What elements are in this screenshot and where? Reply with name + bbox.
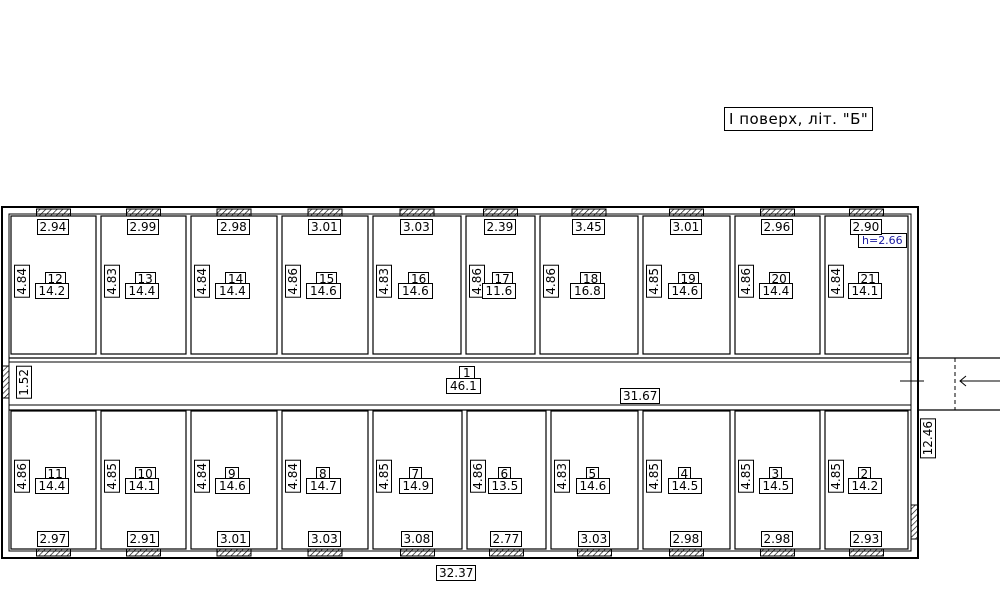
room-area-19: 14.6 [667,283,703,299]
room-depth-21: 4.84 [828,265,844,298]
room-depth-18: 4.86 [543,265,559,298]
room-area-10: 14.1 [124,478,160,494]
window-room-10 [126,548,161,557]
window-room-16 [399,208,435,217]
room-area-8: 14.7 [306,478,341,494]
room-number-15: 15 [316,272,338,286]
overall-width: 12.46 [920,418,936,459]
window-room-3 [760,548,795,557]
room-area-15: 14.6 [306,283,341,299]
room-width-19: 3.01 [669,219,703,235]
room-width-17: 2.39 [483,219,517,235]
window-room-15 [307,208,343,217]
window-room-2 [849,548,884,557]
room-depth-13: 4.83 [104,265,120,298]
room-area-11: 14.4 [34,478,70,494]
room-width-7: 3.08 [400,531,434,547]
window-room-20 [760,208,795,217]
room-width-11: 2.97 [36,531,70,547]
overall-length: 32.37 [436,565,477,581]
room-area-6: 13.5 [487,478,523,494]
room-depth-12: 4.84 [14,265,30,298]
room-number-16: 16 [408,272,430,286]
corridor-width: 1.52 [16,366,32,399]
room-width-13: 2.99 [126,219,160,235]
corridor-window [1,365,10,399]
room-area-12: 14.2 [34,283,70,299]
room-width-2: 2.93 [849,531,883,547]
room-width-20: 2.96 [760,219,794,235]
corridor-length: 31.67 [620,388,661,404]
room-width-9: 3.01 [217,531,250,547]
room-depth-6: 4.86 [470,460,486,493]
window-room-21 [849,208,884,217]
room-depth-4: 4.85 [646,460,662,493]
room-width-4: 2.98 [669,531,703,547]
room-area-4: 14.5 [667,478,703,494]
room-depth-10: 4.85 [104,460,120,493]
room-depth-20: 4.86 [738,265,754,298]
room-number-21: 21 [857,272,879,286]
window-room-17 [483,208,518,217]
room-area-17: 11.6 [481,283,517,299]
room-width-21: 2.90 [849,219,883,235]
room-area-16: 14.6 [398,283,433,299]
room-width-6: 2.77 [489,531,523,547]
room-area-9: 14.6 [215,478,250,494]
window-room-6 [489,548,524,557]
room-area-2: 14.2 [847,478,883,494]
room-width-5: 3.03 [577,531,611,547]
room-number-20: 20 [768,272,790,286]
right-window [910,504,919,540]
room-depth-3: 4.85 [738,460,754,493]
corridor-area: 46.1 [446,378,481,394]
room-width-15: 3.01 [308,219,341,235]
room-depth-2: 4.85 [828,460,844,493]
window-room-7 [400,548,435,557]
room-width-18: 3.45 [572,219,605,235]
room-area-3: 14.5 [758,478,794,494]
window-room-14 [216,208,252,217]
room-area-20: 14.4 [758,283,794,299]
room-number-4: 4 [677,467,692,481]
window-room-5 [577,548,612,557]
room-area-21: 14.1 [847,283,883,299]
room-number-3: 3 [768,467,783,481]
room-depth-11: 4.86 [14,460,30,493]
room-area-7: 14.9 [398,478,434,494]
window-room-13 [126,208,161,217]
floor-title: I поверх, літ. "Б" [724,107,874,131]
room-number-11: 11 [44,467,66,481]
room-width-16: 3.03 [400,219,433,235]
room-width-8: 3.03 [308,531,341,547]
room-depth-7: 4.85 [376,460,392,493]
window-room-9 [216,548,252,557]
room-width-3: 2.98 [760,531,794,547]
room-area-14: 14.4 [215,283,250,299]
room-area-13: 14.4 [124,283,160,299]
entrance-annex [900,357,1000,411]
room-depth-16: 4.83 [376,265,392,298]
room-number-13: 13 [134,272,156,286]
window-room-19 [669,208,704,217]
room-depth-5: 4.83 [554,460,570,493]
room-depth-15: 4.86 [285,265,301,298]
room-area-18: 16.8 [570,283,605,299]
room-depth-8: 4.84 [285,460,301,493]
window-room-8 [307,548,343,557]
room-width-10: 2.91 [126,531,160,547]
room-width-12: 2.94 [36,219,70,235]
room-area-5: 14.6 [575,478,611,494]
window-room-18 [571,208,607,217]
ceiling-height-label: h=2.66 [858,233,907,248]
window-room-4 [669,548,704,557]
room-depth-14: 4.84 [194,265,210,298]
room-depth-19: 4.85 [646,265,662,298]
room-depth-9: 4.84 [194,460,210,493]
window-room-12 [36,208,71,217]
window-room-11 [36,548,71,557]
room-width-14: 2.98 [217,219,250,235]
